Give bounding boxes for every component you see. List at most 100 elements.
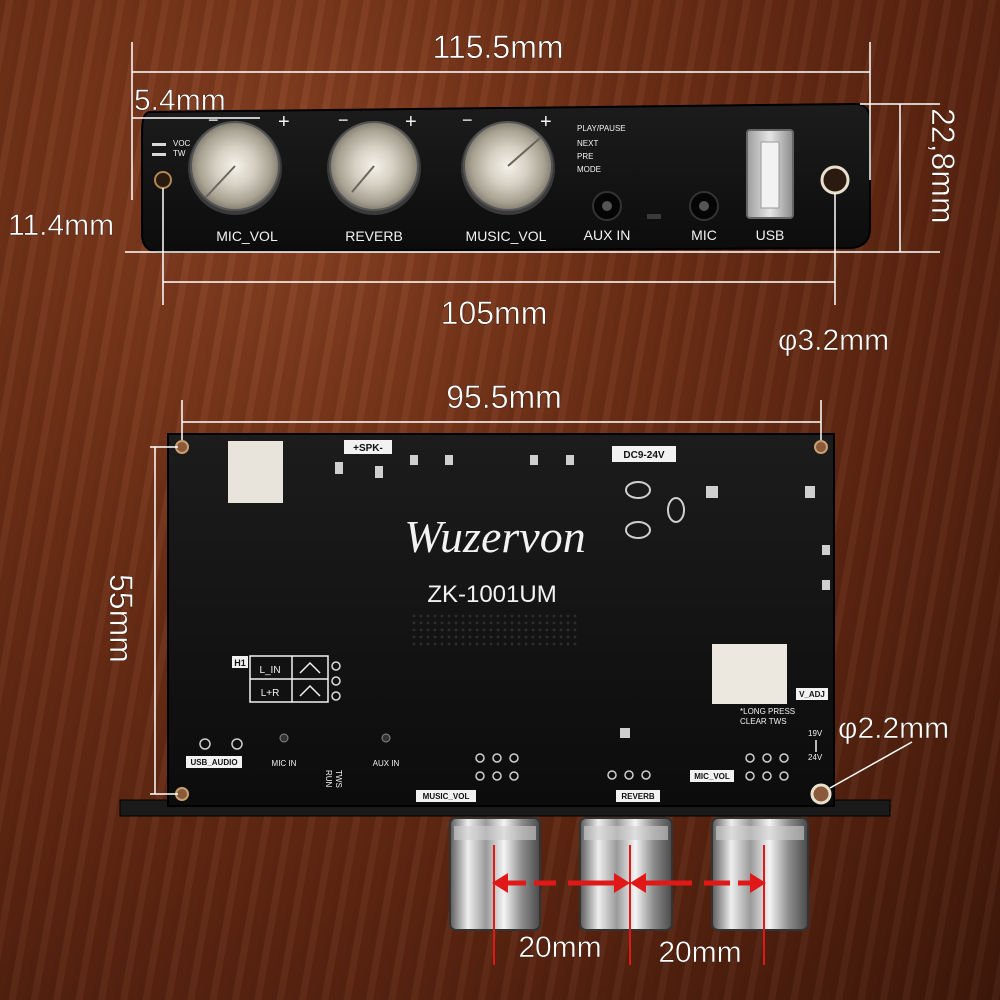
- via-dot: [552, 628, 556, 632]
- via-dot: [440, 621, 444, 625]
- via-dot: [510, 621, 514, 625]
- mic-jack[interactable]: [689, 191, 719, 221]
- via-dot: [482, 635, 486, 639]
- via-dot: [573, 635, 577, 639]
- via-dot: [440, 614, 444, 618]
- via-dot: [489, 642, 493, 646]
- via-dot: [517, 621, 521, 625]
- via-dot: [412, 642, 416, 646]
- via-dot: [489, 635, 493, 639]
- arrow-head: [750, 873, 766, 893]
- via-dot: [566, 642, 570, 646]
- mounting-hole: [814, 440, 828, 454]
- via-dot: [566, 635, 570, 639]
- knob-reverb[interactable]: [327, 121, 421, 215]
- via-dot: [503, 628, 507, 632]
- via-dot: [559, 642, 563, 646]
- via-dot: [531, 635, 535, 639]
- aux-in-label: AUX IN: [373, 759, 400, 768]
- reverb-box: [616, 790, 660, 802]
- via-dot: [559, 614, 563, 618]
- via-dot: [447, 621, 451, 625]
- via-dot: [447, 642, 451, 646]
- knob-music-vol[interactable]: [461, 121, 555, 215]
- via-dot: [573, 614, 577, 618]
- via-dot: [489, 614, 493, 618]
- via-dot: [475, 614, 479, 618]
- via-dot: [482, 642, 486, 646]
- via-dot: [454, 642, 458, 646]
- music-vol-box: [416, 790, 476, 802]
- via-dot: [538, 635, 542, 639]
- via-dot: [412, 635, 416, 639]
- pot-shaft-mic-vol[interactable]: [711, 817, 809, 931]
- via-dot: [440, 635, 444, 639]
- led-indicator: [152, 143, 166, 146]
- mounting-hole: [810, 783, 832, 805]
- brand-logo: Wuzervon: [404, 511, 585, 562]
- via-dot: [461, 635, 465, 639]
- via-dot: [531, 621, 535, 625]
- spk-label: +SPK-: [353, 443, 383, 454]
- via-dot: [517, 642, 521, 646]
- via-dot: [468, 614, 472, 618]
- pot-label-mic-vol: MIC_VOL: [694, 772, 730, 781]
- dim-top-width: 115.5mm: [432, 29, 563, 65]
- voc-label: VOC: [173, 139, 191, 148]
- via-dot: [412, 628, 416, 632]
- indicator-led: [647, 214, 661, 219]
- via-dot: [419, 628, 423, 632]
- via-dot: [468, 642, 472, 646]
- via-dot: [503, 642, 507, 646]
- via-dot: [433, 628, 437, 632]
- mode-label-next: NEXT: [577, 139, 598, 148]
- via-dot: [545, 621, 549, 625]
- mic-in-label: MIC IN: [272, 759, 297, 768]
- aux-in-jack[interactable]: [592, 191, 622, 221]
- via-dot: [503, 614, 507, 618]
- via-dot: [552, 621, 556, 625]
- pot-shaft-reverb[interactable]: [579, 817, 673, 931]
- via-dot: [538, 642, 542, 646]
- pin: [231, 738, 243, 750]
- volt-24-label: 24V: [808, 753, 823, 762]
- minus-label: −: [208, 110, 219, 130]
- front-panel: VOC TW − + MIC_VOL − + REVERB − + MUSIC_…: [141, 102, 871, 254]
- via-dot: [468, 621, 472, 625]
- h1-box: [232, 656, 248, 668]
- via-dot: [412, 614, 416, 618]
- plus-label: +: [278, 111, 290, 133]
- via-dot: [552, 642, 556, 646]
- jumper-pin: [331, 661, 341, 671]
- pot-pins: [475, 753, 789, 781]
- via-dot: [433, 614, 437, 618]
- via-dot: [510, 628, 514, 632]
- via-dot: [545, 642, 549, 646]
- port-label-usb: USB: [756, 227, 785, 243]
- via-dot: [552, 614, 556, 618]
- vadj-box: [796, 688, 828, 700]
- via-dot: [468, 635, 472, 639]
- via-dot: [496, 635, 500, 639]
- pin: [279, 733, 289, 743]
- via-dot: [496, 614, 500, 618]
- usb-audio-label: USB_AUDIO: [190, 758, 237, 767]
- channel-row-lr: L+R: [261, 688, 280, 699]
- via-dot: [566, 628, 570, 632]
- mode-label-mode: MODE: [577, 165, 601, 174]
- via-dot: [531, 642, 535, 646]
- pot-label-music-vol: MUSIC_VOL: [423, 792, 470, 801]
- plus-label: +: [405, 111, 417, 133]
- via-dot: [440, 628, 444, 632]
- via-dot: [475, 635, 479, 639]
- vadj-label: V_ADJ: [799, 690, 825, 699]
- via-dot: [461, 614, 465, 618]
- dim-top-height: 22,8mm: [925, 108, 961, 224]
- knob-mic-vol[interactable]: [188, 121, 282, 215]
- usb-port[interactable]: [746, 129, 794, 219]
- via-dot: [447, 635, 451, 639]
- mode-label-play: PLAY/PAUSE: [577, 124, 626, 133]
- via-dot: [538, 614, 542, 618]
- via-dot: [468, 628, 472, 632]
